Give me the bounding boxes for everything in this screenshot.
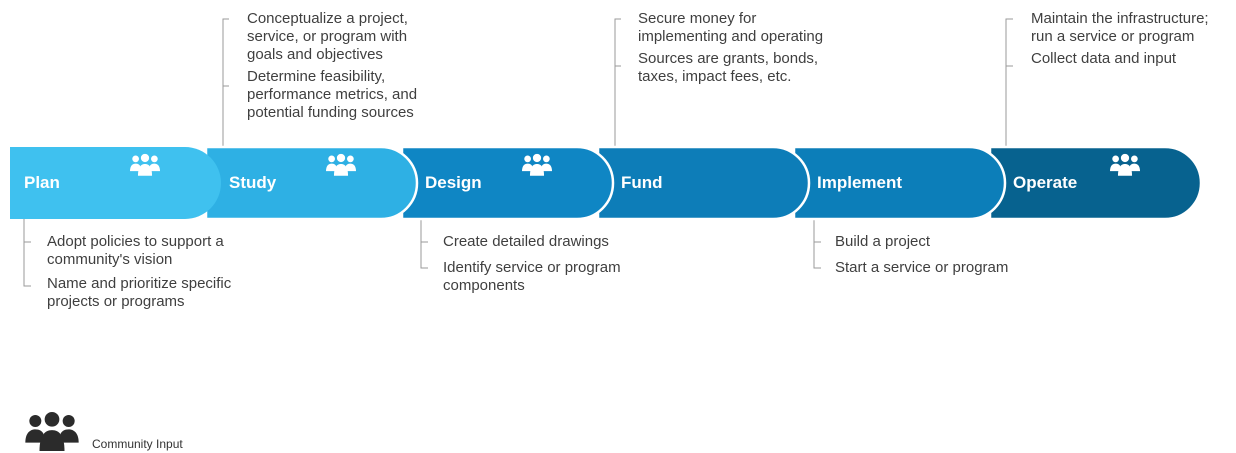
stage-implement (792, 145, 1007, 221)
implement-note-1: Build a project (835, 233, 931, 250)
plan-note-2: Name and prioritize specific projects or… (47, 275, 232, 310)
fund-note-2: Sources are grants, bonds, taxes, impact… (638, 50, 819, 85)
operate-connector (1005, 18, 1013, 147)
stage-plan (10, 147, 221, 219)
stage-operate (988, 145, 1203, 221)
operate-notes: Maintain the infrastructure; run a servi… (1031, 10, 1231, 68)
stage-label-design: Design (425, 173, 482, 192)
fund-connector (614, 18, 621, 147)
community-input-icon (25, 412, 79, 451)
design-notes: Create detailed drawings Identify servic… (443, 233, 643, 295)
operate-note-1: Maintain the infrastructure; run a servi… (1031, 10, 1209, 45)
stage-fund (596, 145, 811, 221)
fund-note-1: Secure money for implementing and operat… (638, 10, 824, 45)
stage-label-fund: Fund (621, 173, 663, 192)
stage-label-plan: Plan (24, 173, 60, 192)
stage-label-implement: Implement (817, 173, 902, 192)
study-note-2: Determine feasibility, performance metri… (247, 68, 418, 121)
implement-connector (813, 219, 821, 269)
implement-note-2: Start a service or program (835, 259, 1009, 276)
design-note-1: Create detailed drawings (443, 233, 609, 250)
implement-notes: Build a project Start a service or progr… (835, 233, 1008, 277)
plan-notes: Adopt policies to support a community's … (47, 233, 252, 311)
operate-note-2: Collect data and input (1031, 50, 1177, 67)
fund-notes: Secure money for implementing and operat… (638, 10, 848, 86)
stage-label-operate: Operate (1013, 173, 1077, 192)
design-connector (420, 219, 428, 269)
stage-label-study: Study (229, 173, 277, 192)
study-note-1: Conceptualize a project, service, or pro… (247, 10, 408, 63)
legend-label: Community Input (92, 437, 183, 451)
study-connector (222, 18, 229, 147)
design-note-2: Identify service or program components (443, 259, 621, 294)
plan-connector (23, 219, 31, 287)
stage-study (204, 145, 419, 221)
plan-note-1: Adopt policies to support a community's … (47, 233, 224, 268)
stage-design (400, 145, 615, 221)
study-notes: Conceptualize a project, service, or pro… (247, 10, 437, 122)
